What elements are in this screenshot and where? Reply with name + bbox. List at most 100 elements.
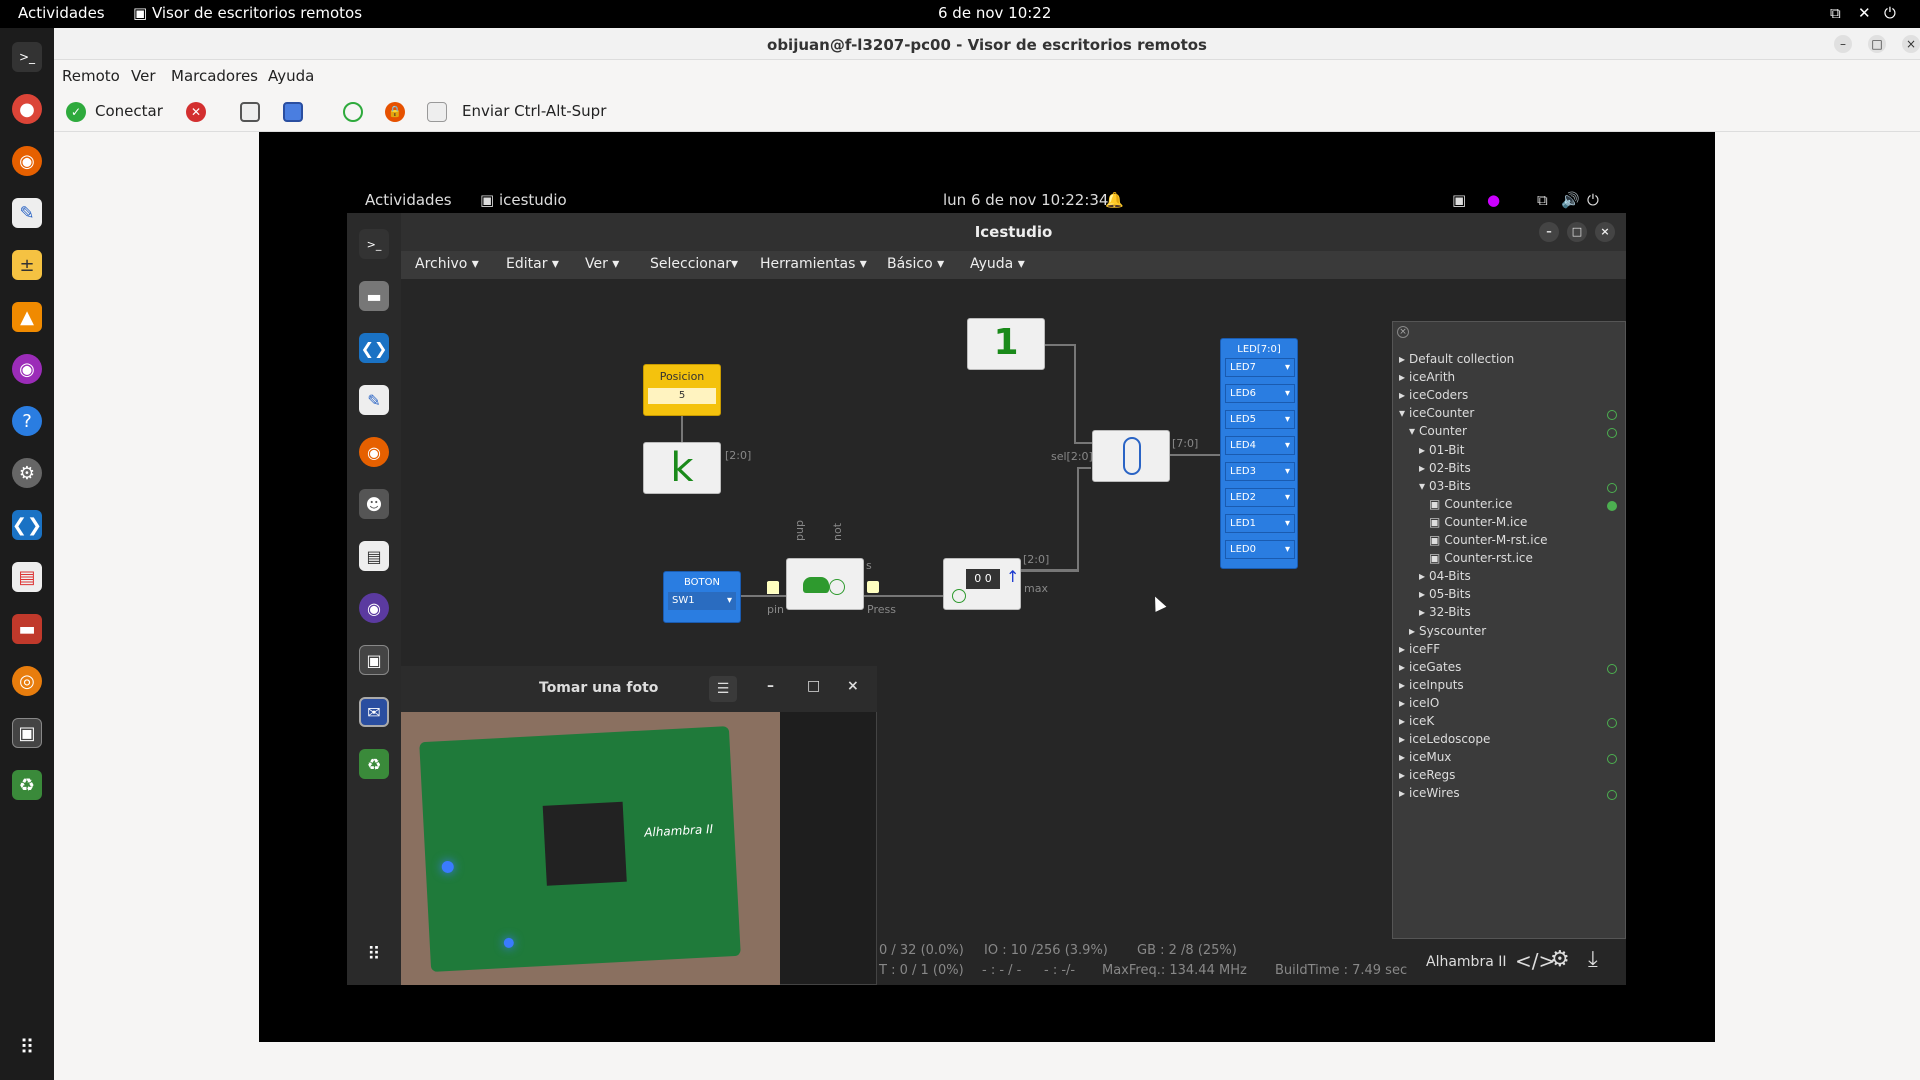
collection-item[interactable]: ▸iceLedoscope: [1399, 732, 1490, 746]
guest-trash-icon[interactable]: ♻: [359, 749, 389, 779]
menu-ver[interactable]: Ver: [131, 67, 156, 85]
connect-icon[interactable]: ✓: [66, 102, 86, 122]
icestudio-titlebar[interactable]: Icestudio – □ ×: [401, 213, 1626, 251]
board-name[interactable]: Alhambra II: [1426, 954, 1507, 970]
terminal-icon[interactable]: >_: [12, 42, 42, 72]
collection-item[interactable]: ▸05-Bits: [1419, 587, 1471, 601]
guest-remote-icon[interactable]: ▣: [359, 645, 389, 675]
posicion-value[interactable]: 5: [648, 388, 716, 404]
boton-block[interactable]: BOTON SW1▾: [663, 571, 741, 623]
disconnect-icon[interactable]: ✕: [186, 102, 206, 122]
collection-item[interactable]: ▾03-Bits: [1419, 479, 1471, 493]
collection-item[interactable]: ▸iceInputs: [1399, 678, 1464, 692]
led-select-led3[interactable]: LED3▾: [1225, 462, 1295, 481]
volume-muted-icon[interactable]: ✕: [1858, 4, 1871, 22]
ice-menu-ayuda[interactable]: Ayuda ▾: [970, 256, 1025, 272]
posicion-block[interactable]: Posicion 5: [643, 364, 721, 416]
collection-item[interactable]: ▸iceFF: [1399, 642, 1440, 656]
guest-screen-icon[interactable]: ▣: [1452, 191, 1467, 209]
upload-icon[interactable]: ⤓: [1588, 947, 1598, 972]
collection-item[interactable]: ▸iceWires: [1399, 786, 1460, 800]
collection-item[interactable]: ▣Counter.ice: [1429, 497, 1512, 511]
camera-close-icon[interactable]: ×: [847, 678, 859, 694]
help-icon[interactable]: ?: [12, 406, 42, 436]
menu-ayuda[interactable]: Ayuda: [268, 67, 315, 85]
collection-item[interactable]: ▸04-Bits: [1419, 569, 1471, 583]
keyboard-icon[interactable]: [427, 102, 447, 122]
led-select-led5[interactable]: LED5▾: [1225, 410, 1295, 429]
mux-block[interactable]: [1092, 430, 1170, 482]
text-editor-icon[interactable]: ✎: [12, 198, 42, 228]
calculator-icon[interactable]: ±: [12, 250, 42, 280]
connect-button[interactable]: Conectar: [95, 102, 163, 120]
collection-item[interactable]: ▸iceCoders: [1399, 388, 1468, 402]
collection-item[interactable]: ▸iceGates: [1399, 660, 1461, 674]
led-select-led7[interactable]: LED7▾: [1225, 358, 1295, 377]
send-keys-button[interactable]: Enviar Ctrl-Alt-Supr: [462, 102, 607, 120]
const-k-block[interactable]: k: [643, 442, 721, 494]
guest-activities[interactable]: Actividades: [365, 191, 452, 209]
ice-maximize-icon[interactable]: □: [1567, 222, 1587, 242]
vlc-icon[interactable]: ▲: [12, 302, 42, 332]
collection-item[interactable]: ▾iceCounter: [1399, 406, 1474, 420]
collection-item[interactable]: ▸02-Bits: [1419, 461, 1471, 475]
document-viewer-icon[interactable]: ▤: [12, 562, 42, 592]
settings-icon[interactable]: ⚙: [12, 458, 42, 488]
window-titlebar[interactable]: obijuan@f-l3207-pc00 - Visor de escritor…: [54, 28, 1920, 60]
maximize-icon[interactable]: □: [1868, 35, 1886, 53]
collection-item[interactable]: ▸iceMux: [1399, 750, 1451, 764]
collection-item[interactable]: ▸iceRegs: [1399, 768, 1455, 782]
remote-desktop-icon[interactable]: ▣: [12, 718, 42, 748]
ice-menu-basico[interactable]: Básico ▾: [887, 256, 945, 272]
camera-minimize-icon[interactable]: –: [767, 678, 774, 694]
guest-clock[interactable]: lun 6 de nov 10:22:34: [943, 191, 1109, 209]
camera-titlebar[interactable]: Tomar una foto ☰ – □ ×: [401, 666, 877, 712]
collection-item[interactable]: ▸32-Bits: [1419, 605, 1471, 619]
counter-block[interactable]: 0 0 ↑: [943, 558, 1021, 610]
guest-firefox-icon-dock[interactable]: ◉: [359, 437, 389, 467]
guest-app-grid-icon[interactable]: ⠿: [367, 943, 381, 965]
led-select-led4[interactable]: LED4▾: [1225, 436, 1295, 455]
ice-close-icon[interactable]: ×: [1595, 222, 1615, 242]
guest-network-icon[interactable]: ⧉: [1537, 191, 1548, 209]
camera-maximize-icon[interactable]: □: [807, 678, 821, 694]
network-icon[interactable]: ⧉: [1830, 4, 1841, 22]
collection-item[interactable]: ▣Counter-M.ice: [1429, 515, 1527, 529]
led-select-led0[interactable]: LED0▾: [1225, 540, 1295, 559]
guest-obs-icon[interactable]: ◉: [359, 593, 389, 623]
panel-close-icon[interactable]: ×: [1397, 326, 1409, 338]
ice-minimize-icon[interactable]: –: [1539, 222, 1559, 242]
view-only-icon[interactable]: [283, 102, 303, 122]
collection-item[interactable]: ▣Counter-M-rst.ice: [1429, 533, 1548, 547]
collection-item[interactable]: ▸Default collection: [1399, 352, 1514, 366]
guest-power-icon[interactable]: ⏻: [1587, 191, 1599, 209]
guest-app-menu[interactable]: ▣ icestudio: [480, 191, 567, 209]
collection-item[interactable]: ▣Counter-rst.ice: [1429, 551, 1533, 565]
const-1-block[interactable]: 1: [967, 318, 1045, 370]
gear-icon[interactable]: ⚙: [1550, 947, 1570, 972]
led-select-led2[interactable]: LED2▾: [1225, 488, 1295, 507]
guest-gimp-icon[interactable]: ☻: [359, 489, 389, 519]
guest-vscode-icon[interactable]: ❮❯: [359, 333, 389, 363]
app-grid-icon[interactable]: ⠿: [19, 1035, 35, 1059]
trash-icon[interactable]: ♻: [12, 770, 42, 800]
guest-files-icon[interactable]: ▬: [359, 281, 389, 311]
guest-icestudio-icon[interactable]: ✉: [359, 697, 389, 727]
guest-terminal-icon[interactable]: >_: [359, 229, 389, 259]
minimize-icon[interactable]: –: [1834, 35, 1852, 53]
collection-item[interactable]: ▸iceIO: [1399, 696, 1439, 710]
menu-remoto[interactable]: Remoto: [62, 67, 120, 85]
power-icon[interactable]: ⏻: [1884, 4, 1896, 22]
led-select-led6[interactable]: LED6▾: [1225, 384, 1295, 403]
collection-item[interactable]: ▸01-Bit: [1419, 443, 1464, 457]
ice-menu-seleccionar[interactable]: Seleccionar▾: [650, 256, 739, 272]
blender-icon[interactable]: ◎: [12, 666, 42, 696]
chrome-icon[interactable]: ●: [12, 94, 42, 124]
collection-item[interactable]: ▾Counter: [1409, 424, 1467, 438]
close-icon[interactable]: ×: [1902, 35, 1920, 53]
clock[interactable]: 6 de nov 10:22: [938, 4, 1052, 22]
led-output-block[interactable]: LED[7:0] LED7▾LED6▾LED5▾LED4▾LED3▾LED2▾L…: [1220, 338, 1298, 569]
ice-menu-editar[interactable]: Editar ▾: [506, 256, 559, 272]
code-icon[interactable]: </>: [1515, 949, 1556, 973]
guest-editor-icon[interactable]: ✎: [359, 385, 389, 415]
